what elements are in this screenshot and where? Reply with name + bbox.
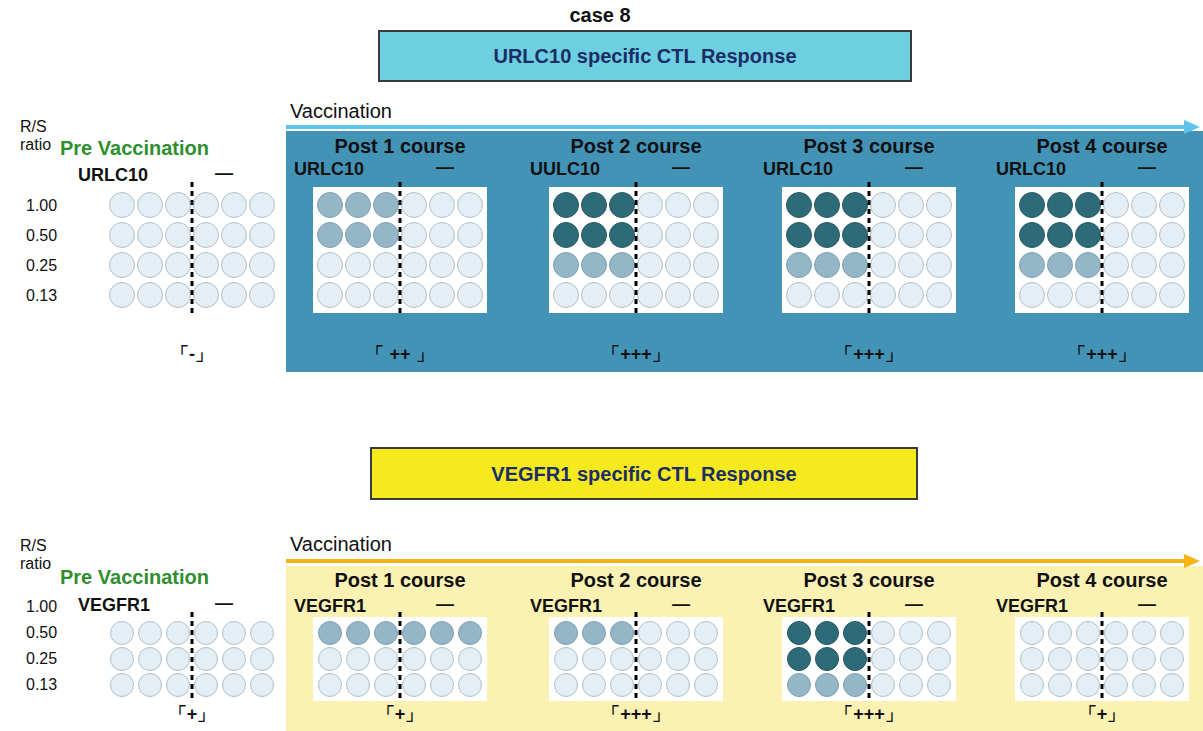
vaccination-panel — [286, 566, 1203, 731]
vaccination-panel — [286, 131, 1203, 372]
control-label: — — [215, 164, 233, 184]
antigen-label: URLC10 — [78, 166, 148, 186]
response-grade: 「+++」 — [835, 345, 903, 365]
plate-label: Vaccination — [290, 533, 392, 555]
plate-label: — — [215, 594, 233, 614]
plate-label: URLC10 — [294, 160, 364, 180]
plate-label: — — [672, 595, 690, 615]
response-grade: 「+」 — [377, 705, 424, 725]
plate-label: URLC10 — [763, 160, 833, 180]
elispot-plate — [782, 612, 956, 702]
plate-label: — — [905, 595, 923, 615]
arrow-label: Vaccination — [290, 100, 392, 122]
response-grade: 「+」 — [169, 705, 216, 725]
plate-label: VEGFR1 — [78, 596, 150, 616]
plate-label: VEGFR1 — [530, 597, 602, 617]
figure-title: case 8 — [569, 4, 630, 26]
arrow-head — [1184, 554, 1200, 568]
timepoint-label: Pre Vaccination — [60, 137, 209, 159]
elispot-plate — [1015, 182, 1189, 316]
axis-title: R/S ratio — [20, 118, 64, 153]
elispot-plate — [313, 182, 487, 316]
response-grade: 「+++」 — [602, 345, 670, 365]
ratio-tick: 0.50 — [26, 624, 57, 642]
plate-label: Post 4 course — [1036, 569, 1167, 591]
plate-label: VEGFR1 — [763, 597, 835, 617]
plate-label: — — [1138, 595, 1156, 615]
plate-label: Post 1 course — [334, 569, 465, 591]
vaccination-arrow — [286, 559, 1186, 563]
plate-label: — — [1138, 158, 1156, 178]
response-grade: 「+++」 — [835, 705, 903, 725]
arrow-head — [1184, 120, 1200, 134]
plate-label: Post 2 course — [570, 135, 701, 157]
plate-label: Post 1 course — [334, 135, 465, 157]
ratio-tick: 1.00 — [26, 598, 57, 616]
plate-label: Post 3 course — [803, 569, 934, 591]
header-box: URLC10 specific CTL Response — [378, 30, 912, 82]
plate-label: — — [905, 158, 923, 178]
plate-label: UULC10 — [530, 160, 600, 180]
plate-label: Post 4 course — [1036, 135, 1167, 157]
response-grade: 「+」 — [1079, 705, 1126, 725]
header-box: VEGFR1 specific CTL Response — [370, 447, 918, 500]
response-grade: 「-」 — [171, 345, 213, 365]
ratio-tick: 0.50 — [26, 227, 57, 245]
plate-label: Pre Vaccination — [60, 566, 209, 588]
elispot-plate — [782, 182, 956, 316]
ratio-tick: 0.25 — [26, 257, 57, 275]
vaccination-arrow — [286, 125, 1186, 129]
plate-label: VEGFR1 — [294, 597, 366, 617]
ratio-tick: 0.25 — [26, 650, 57, 668]
ratio-tick: 0.13 — [26, 676, 57, 694]
response-grade: 「+++」 — [602, 705, 670, 725]
elispot-plate — [1015, 612, 1189, 702]
plate-label: — — [436, 595, 454, 615]
plate-label: Post 3 course — [803, 135, 934, 157]
plate-label: — — [672, 158, 690, 178]
header-text: URLC10 specific CTL Response — [493, 45, 796, 67]
elispot-plate — [549, 182, 723, 316]
plate-label: — — [436, 158, 454, 178]
plate-label: URLC10 — [996, 160, 1066, 180]
elispot-plate — [105, 612, 279, 702]
plate-label: VEGFR1 — [996, 597, 1068, 617]
elispot-plate — [549, 612, 723, 702]
ratio-tick: 0.13 — [26, 287, 57, 305]
elispot-plate — [313, 612, 487, 702]
plate-label: Post 2 course — [570, 569, 701, 591]
elispot-plate — [105, 182, 279, 316]
response-grade: 「+++」 — [1068, 345, 1136, 365]
header-text: VEGFR1 specific CTL Response — [491, 463, 796, 485]
response-grade: 「 ++ 」 — [366, 345, 433, 365]
ratio-tick: 1.00 — [26, 197, 57, 215]
plate-label: R/S ratio — [20, 537, 64, 572]
